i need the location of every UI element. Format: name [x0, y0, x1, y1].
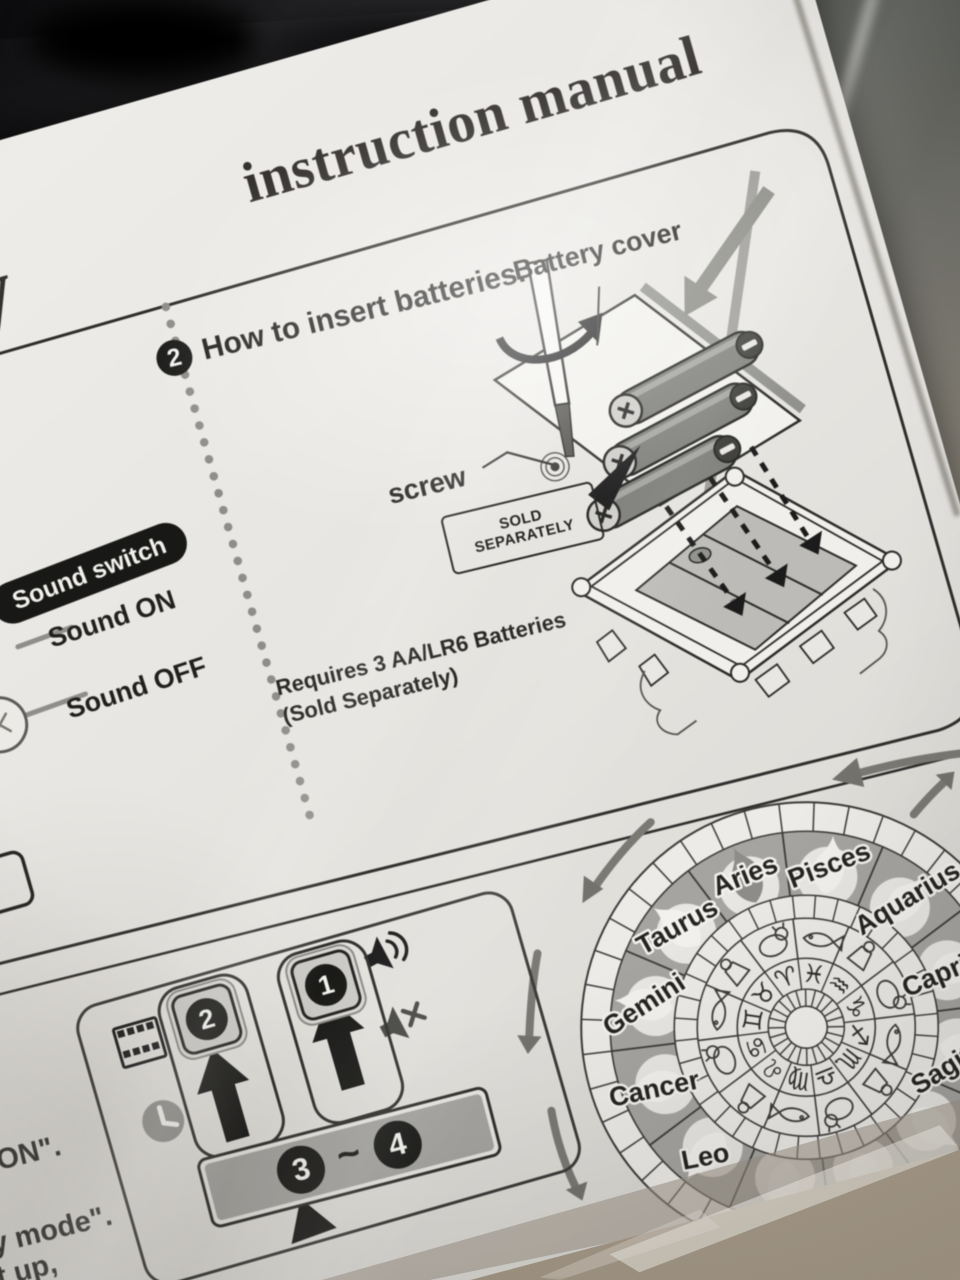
section-divider-line	[0, 735, 960, 1017]
background-blur-object	[30, 0, 260, 80]
button-2-digit: 2	[180, 993, 233, 1046]
step-3-badge: 3	[272, 1140, 331, 1199]
insertion-arrows	[664, 445, 811, 602]
screw-hole	[550, 462, 560, 472]
film-icon	[111, 1016, 168, 1069]
tilde: ~	[331, 1129, 366, 1179]
up-arrow-icon	[197, 1048, 250, 1143]
x-icon	[0, 712, 13, 738]
button-1-digit: 1	[300, 959, 352, 1011]
big-arrow	[692, 186, 775, 296]
callout-pointer	[588, 445, 641, 511]
partial-button-outline	[0, 850, 35, 915]
svg-text:♊: ♊	[737, 1007, 769, 1033]
leader-line	[596, 286, 601, 346]
triangle-up-icon	[291, 1198, 337, 1245]
svg-text:♍: ♍	[786, 1064, 812, 1096]
sound-off-icon	[0, 696, 29, 754]
screwdriver-icon	[495, 258, 603, 458]
leader-line	[15, 624, 75, 650]
button-2-face: 2	[168, 980, 246, 1058]
speaker-on-icon	[363, 931, 409, 969]
aa-batteries	[586, 330, 764, 533]
button-1-face: 1	[287, 946, 365, 1024]
leader-line	[481, 451, 553, 469]
dotted-separator	[161, 302, 319, 835]
speaker-mute-icon	[379, 1001, 427, 1039]
clock-icon	[142, 1100, 185, 1143]
step-4-badge: 4	[368, 1115, 427, 1175]
battery-illustration	[481, 170, 902, 736]
svg-text:♓: ♓	[801, 958, 827, 990]
leader-line	[22, 691, 88, 718]
toy-base-drawing	[571, 466, 902, 736]
section-frame	[0, 129, 960, 988]
svg-text:♐: ♐	[843, 1022, 875, 1048]
rotation-arrows	[517, 743, 960, 1201]
